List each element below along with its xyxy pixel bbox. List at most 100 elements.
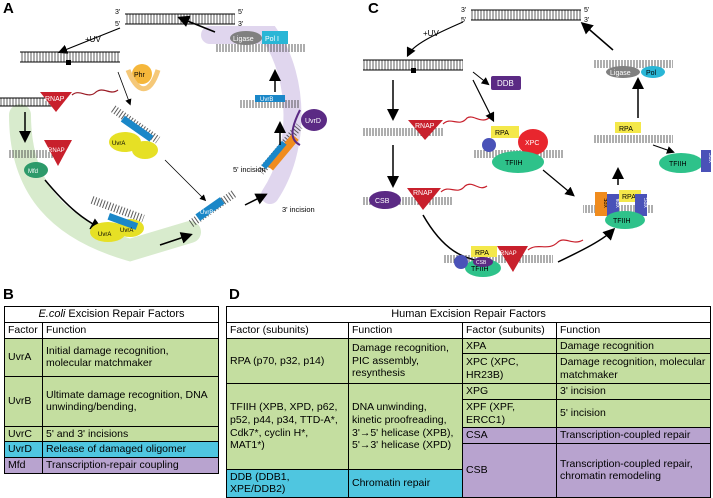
uv-arrow	[57, 27, 121, 54]
mfd-label: Mfd	[28, 169, 38, 175]
human-factors-table: Human Excision Repair Factors Factor (su…	[225, 305, 712, 498]
ecoli-factors-table: E.coli Excision Repair Factors Factor Fu…	[4, 305, 219, 474]
rnap-stalled-c: RNAP	[363, 116, 490, 140]
dna-top-human: 3' 5' 5' 3'	[461, 7, 589, 24]
uvra-label: UvrA	[98, 232, 111, 238]
table-cell-xpa: XPA	[462, 337, 557, 355]
strand-3-label: 3'	[115, 9, 120, 16]
arrow-c10	[580, 22, 614, 51]
table-cell: Release of damaged oligomer	[42, 441, 219, 458]
arrow-c6	[557, 227, 616, 263]
damaged-dna	[20, 51, 120, 65]
xpa-label: XPA	[616, 198, 622, 208]
resynthesis-c: Ligase Pol	[593, 60, 673, 78]
table-row: UvrC	[4, 425, 43, 443]
phr-enzyme	[132, 64, 152, 84]
arrow-a3	[117, 71, 132, 106]
post-incision-c: RPA TFIIH XPG	[593, 122, 713, 173]
table-cell-xpf: XPF (XPF, ERCC1)	[462, 398, 557, 429]
ligase-label: Ligase	[233, 36, 254, 43]
table-row: UvrD	[4, 441, 43, 458]
phr-label: Phr	[134, 72, 146, 79]
table-row: Mfd	[4, 456, 43, 474]
arrow-ddb	[472, 71, 490, 86]
table-cell-csa: CSA	[462, 427, 557, 444]
table-cell: 5' and 3' incisions	[42, 425, 219, 443]
table-cell-xpf-fn: 5' incision	[555, 398, 712, 429]
phr-loop	[125, 69, 161, 92]
table-d-header-factor-2: Factor (subunits)	[462, 322, 557, 339]
table-cell-xpg-fn: 3' incision	[555, 383, 712, 400]
table-cell-tfiih-fn: DNA unwinding, kinetic proofreading, 3'→…	[348, 383, 463, 470]
table-cell-ddb: DDB (DDB1, XPE/DDB2)	[226, 468, 349, 498]
ligase-label-c: Ligase	[610, 70, 631, 77]
table-b-header-function: Function	[42, 322, 219, 339]
strand-3-label-right: 3'	[238, 21, 243, 28]
panel-label-c: C	[368, 0, 379, 17]
damaged-dna-c	[363, 59, 463, 73]
table-cell-xpc: XPC (XPC, HR23B)	[462, 353, 557, 385]
table-row: UvrB	[4, 375, 43, 427]
csb-label-2: CSB	[476, 260, 487, 266]
rnap-label-c2: RNAP	[413, 190, 433, 197]
table-d-header-function: Function	[348, 322, 463, 339]
xpg-label: XPG	[644, 197, 650, 208]
table-cell-xpa-fn: Damage recognition	[555, 337, 712, 355]
uvrb-preincision: UvrB	[187, 189, 238, 228]
table-cell: Transcription-repair coupling	[42, 456, 219, 474]
post-incision-dna: UvrB	[240, 95, 300, 108]
arrow-c8	[652, 144, 675, 154]
rnap-label-c: RNAP	[415, 123, 435, 130]
table-b-title: E.coli Excision Repair Factors	[4, 305, 219, 324]
table-cell-csb: CSB	[462, 442, 557, 498]
rpa-label-4: RPA	[619, 126, 633, 133]
csb-rnap-complex: CSB RNAP	[363, 183, 488, 210]
uv-label-c: +UV	[423, 29, 439, 38]
incision-5-label: 5' incision	[233, 165, 266, 174]
uvrd-arc	[291, 109, 301, 146]
strand-5-c-right: 5'	[584, 7, 589, 14]
panel-label-d: D	[229, 286, 240, 303]
ecoli-repair-diagram: 3' 5' 5' 3' +UV Phr RNAP RNAP Mfd	[0, 9, 327, 262]
arrow-c5	[542, 169, 575, 197]
panel-label-b: B	[3, 286, 14, 303]
table-cell-xpg: XPG	[462, 383, 557, 400]
strand-3-c-right: 3'	[584, 17, 589, 24]
strand-3-c: 3'	[461, 7, 466, 14]
xpg-label-2: XPG	[709, 152, 713, 163]
tcr-tfiih-complex: RPA RNAP TFIIH CSB	[443, 239, 584, 277]
pol-label-c: Pol	[646, 70, 657, 77]
uv-label: +UV	[85, 35, 101, 44]
table-row: UvrA	[4, 337, 43, 377]
table-cell-xpc-fn: Damage recognition, molecular matchmaker	[555, 353, 712, 385]
tcr-pathway-band	[9, 104, 201, 262]
xpc-tfiih-complex: RPA XPC TFIIH	[473, 126, 563, 173]
table-cell-ddb-fn: Chromatin repair	[348, 468, 463, 498]
pre-incision-complex: XPF XPA RPA XPG TFIIH	[583, 190, 653, 229]
uvrd-label: UvrD	[305, 118, 321, 125]
panel-label-a: A	[3, 0, 14, 17]
rnap-stalled: RNAP	[0, 89, 119, 112]
arrow-c4	[472, 79, 495, 123]
xpc-label: XPC	[525, 140, 539, 147]
table-cell-csa-fn: Transcription-coupled repair	[555, 427, 712, 444]
uvra-uvrb-complex: UvrA	[109, 105, 161, 159]
human-repair-diagram: 3' 5' 5' 3' +UV DDB RNAP CSB RNAP RPA X	[363, 7, 713, 277]
strand-5-label: 5'	[115, 21, 120, 28]
tfiih-label-4: TFIIH	[669, 161, 687, 168]
dna-top: 3' 5' 5' 3'	[115, 9, 243, 28]
arrow-a4	[164, 159, 207, 202]
uvrb-label-2: UvrB	[260, 97, 273, 103]
tfiih-label: TFIIH	[505, 160, 523, 167]
ddb-label: DDB	[497, 79, 514, 88]
uvra-label-2: UvrA	[120, 228, 133, 234]
uvrb-label: UvrB	[200, 210, 213, 216]
uvra-label-3: UvrA	[112, 141, 125, 147]
table-cell: Initial damage recognition, molecular ma…	[42, 337, 219, 377]
table-cell-tfiih: TFIIH (XPB, XPD, p62, p52, p44, p34, TTD…	[226, 383, 349, 470]
resynthesis-ligation: Ligase Pol I	[215, 31, 305, 52]
uvrd-enzyme	[301, 109, 327, 131]
incision-3-label: 3' incision	[282, 205, 315, 214]
table-cell-rpa: RPA (p70, p32, p14)	[226, 337, 349, 385]
rpa-label-3: RPA	[622, 194, 636, 201]
